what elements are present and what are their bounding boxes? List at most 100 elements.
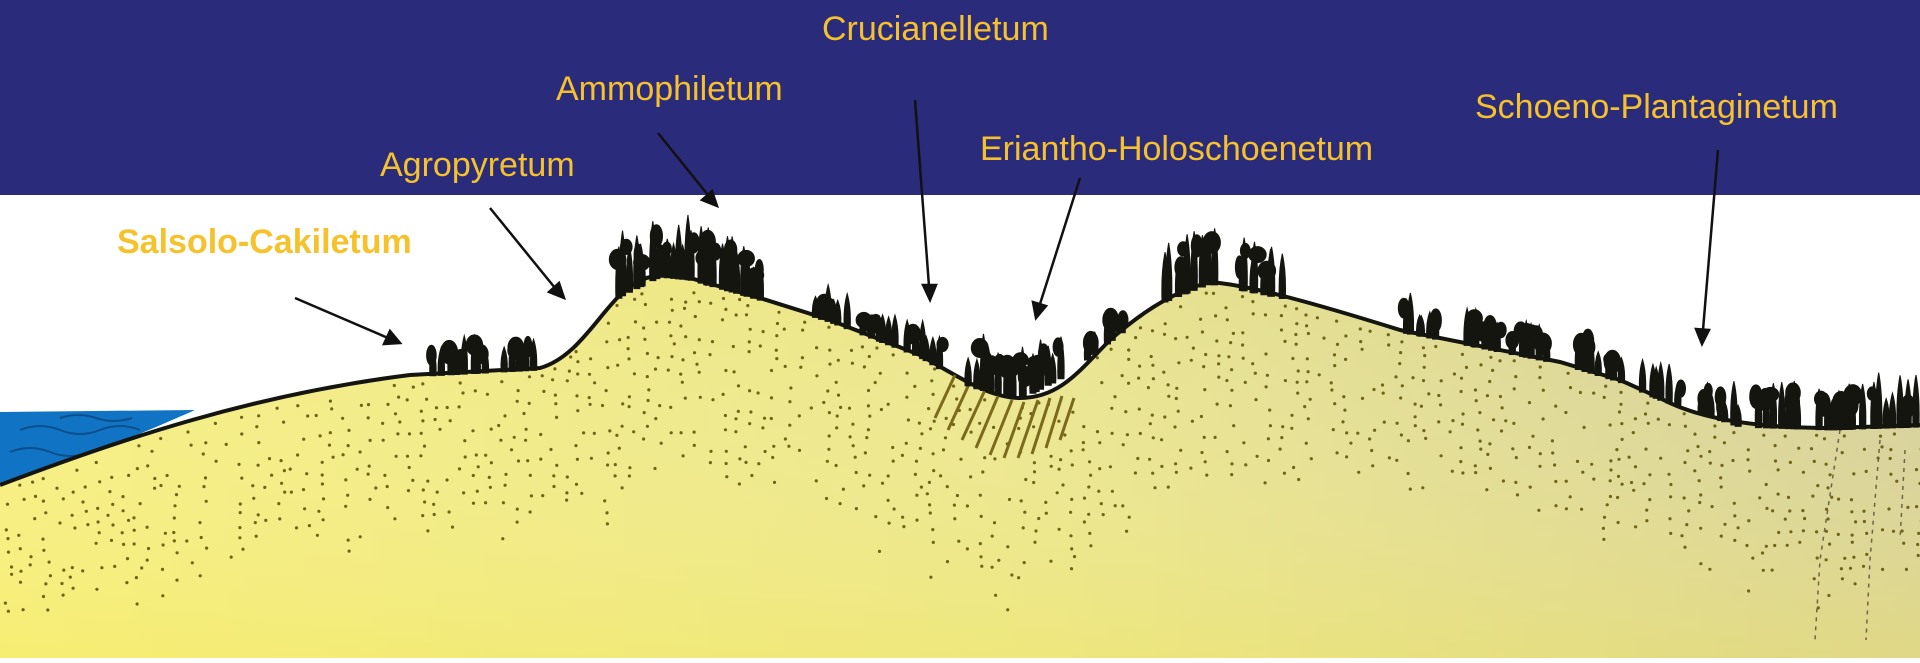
stipple-dot (1500, 429, 1503, 432)
stipple-dot (1333, 402, 1336, 405)
stipple-dot (1034, 529, 1037, 532)
stipple-dot (1632, 489, 1635, 492)
stipple-dot (1851, 541, 1854, 544)
stipple-dot (1592, 478, 1595, 481)
stipple-dot (1267, 437, 1270, 440)
stipple-dot (837, 394, 840, 397)
stipple-dot (566, 379, 569, 382)
stipple-dot (1292, 466, 1295, 469)
stipple-dot (522, 412, 525, 415)
stipple-dot (1167, 486, 1170, 489)
stipple-dot (95, 542, 98, 545)
stipple-dot (670, 298, 673, 301)
stipple-dot (1840, 567, 1843, 570)
stipple-dot (1033, 470, 1036, 473)
stipple-dot (1905, 568, 1908, 571)
stipple-dot (1451, 419, 1454, 422)
label-agropyretum: Agropyretum (380, 148, 575, 182)
stipple-dot (928, 481, 931, 484)
stipple-dot (472, 502, 475, 505)
stipple-dot (764, 450, 767, 453)
arrow-salsolo (295, 298, 400, 344)
label-salsolo-cakiletum: Salsolo-Cakiletum (117, 225, 412, 259)
stipple-dot (575, 483, 578, 486)
stipple-dot (497, 424, 500, 427)
stipple-dot (1122, 443, 1125, 446)
stipple-dot (1802, 529, 1805, 532)
stipple-dot (166, 474, 169, 477)
stipple-dot (1630, 481, 1633, 484)
stipple-dot (1816, 484, 1819, 487)
stipple-dot (1423, 366, 1426, 369)
stipple-dot (407, 489, 410, 492)
label-schoeno-plantaginetum: Schoeno-Plantaginetum (1475, 90, 1838, 124)
plant-leaf (1819, 393, 1831, 416)
stipple-dot (905, 396, 908, 399)
stipple-dot (1045, 512, 1048, 515)
stipple-dot (1175, 387, 1178, 390)
stipple-dot (955, 397, 958, 400)
stipple-dot (1359, 327, 1362, 330)
stipple-dot (1061, 483, 1064, 486)
stipple-dot (1648, 473, 1651, 476)
stipple-dot (421, 514, 424, 517)
stipple-dot (268, 457, 271, 460)
stipple-dot (1604, 385, 1607, 388)
stipple-dot (461, 391, 464, 394)
stipple-dot (1411, 376, 1414, 379)
stipple-dot (1902, 542, 1905, 545)
stipple-dot (828, 411, 831, 414)
stipple-dot (1280, 328, 1283, 331)
stipple-dot (1815, 530, 1818, 533)
stipple-dot (1401, 384, 1404, 387)
stipple-dot (476, 490, 479, 493)
stipple-dot (1024, 478, 1027, 481)
stipple-dot (1683, 461, 1686, 464)
stipple-dot (1765, 507, 1768, 510)
stipple-dot (1232, 332, 1235, 335)
stipple-dot (1310, 457, 1313, 460)
stipple-dot (1862, 510, 1865, 513)
stipple-dot (1189, 467, 1192, 470)
stipple-dot (1813, 460, 1816, 463)
stipple-dot (1151, 329, 1154, 332)
stipple-dot (725, 462, 728, 465)
stipple-dot (1044, 501, 1047, 504)
stipple-dot (172, 531, 175, 534)
stipple-dot (761, 426, 764, 429)
stipple-dot (7, 551, 10, 554)
stipple-dot (1699, 493, 1702, 496)
stipple-dot (1279, 448, 1282, 451)
stipple-dot (1204, 353, 1207, 356)
stipple-dot (1745, 544, 1748, 547)
stipple-dot (356, 468, 359, 471)
stipple-dot (367, 403, 370, 406)
stipple-dot (1306, 357, 1309, 360)
stipple-dot (1283, 472, 1286, 475)
stipple-dot (1343, 409, 1346, 412)
stipple-dot (1283, 340, 1286, 343)
stipple-dot (1451, 470, 1454, 473)
stipple-dot (828, 349, 831, 352)
stipple-dot (771, 456, 774, 459)
stipple-dot (1569, 495, 1572, 498)
stipple-dot (1488, 442, 1491, 445)
stipple-dot (852, 444, 855, 447)
stipple-dot (1880, 445, 1883, 448)
stipple-dot (1798, 541, 1801, 544)
stipple-dot (386, 403, 389, 406)
stipple-dot (408, 466, 411, 469)
stipple-dot (1394, 375, 1397, 378)
stipple-dot (140, 566, 143, 569)
stipple-dot (1372, 388, 1375, 391)
stipple-dot (1307, 370, 1310, 373)
stipple-dot (1305, 442, 1308, 445)
stipple-dot (724, 308, 727, 311)
stipple-dot (1583, 426, 1586, 429)
stipple-dot (1290, 414, 1293, 417)
stipple-dot (1023, 561, 1026, 564)
stipple-dot (127, 519, 130, 522)
stipple-dot (1332, 428, 1335, 431)
stipple-dot (1486, 453, 1489, 456)
stipple-dot (698, 371, 701, 374)
